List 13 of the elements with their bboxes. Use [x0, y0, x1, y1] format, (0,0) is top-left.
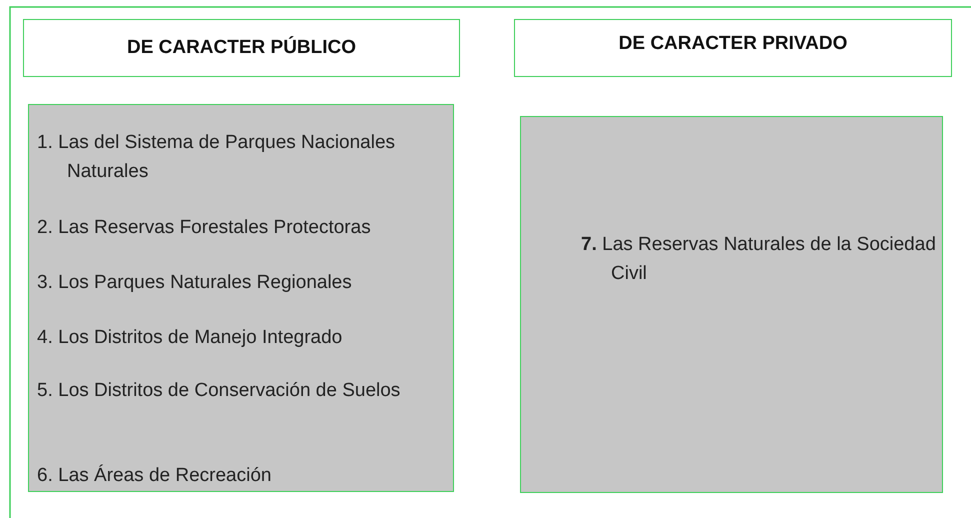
- list-item: 7. Las Reservas Naturales de la Sociedad Civil: [581, 233, 937, 286]
- list-item: 1. Las del Sistema de Parques Nacionales Naturales: [37, 131, 396, 184]
- list-panel: [28, 104, 454, 492]
- header-box: [514, 19, 952, 77]
- list-item: 3. Los Parques Naturales Regionales: [37, 271, 353, 295]
- column-heading: DE CARACTER PÚBLICO: [126, 37, 356, 59]
- list-panel: [520, 116, 943, 493]
- list-item: 5. Los Distritos de Conservación de Suelos: [37, 379, 402, 403]
- header-box: [23, 19, 460, 77]
- column-heading: DE CARACTER PRIVADO: [618, 33, 848, 55]
- list-item: 6. Las Áreas de Recreación: [37, 464, 272, 488]
- list-item: 4. Los Distritos de Manejo Integrado: [37, 326, 344, 350]
- list-item: 2. Las Reservas Forestales Protectoras: [37, 216, 372, 240]
